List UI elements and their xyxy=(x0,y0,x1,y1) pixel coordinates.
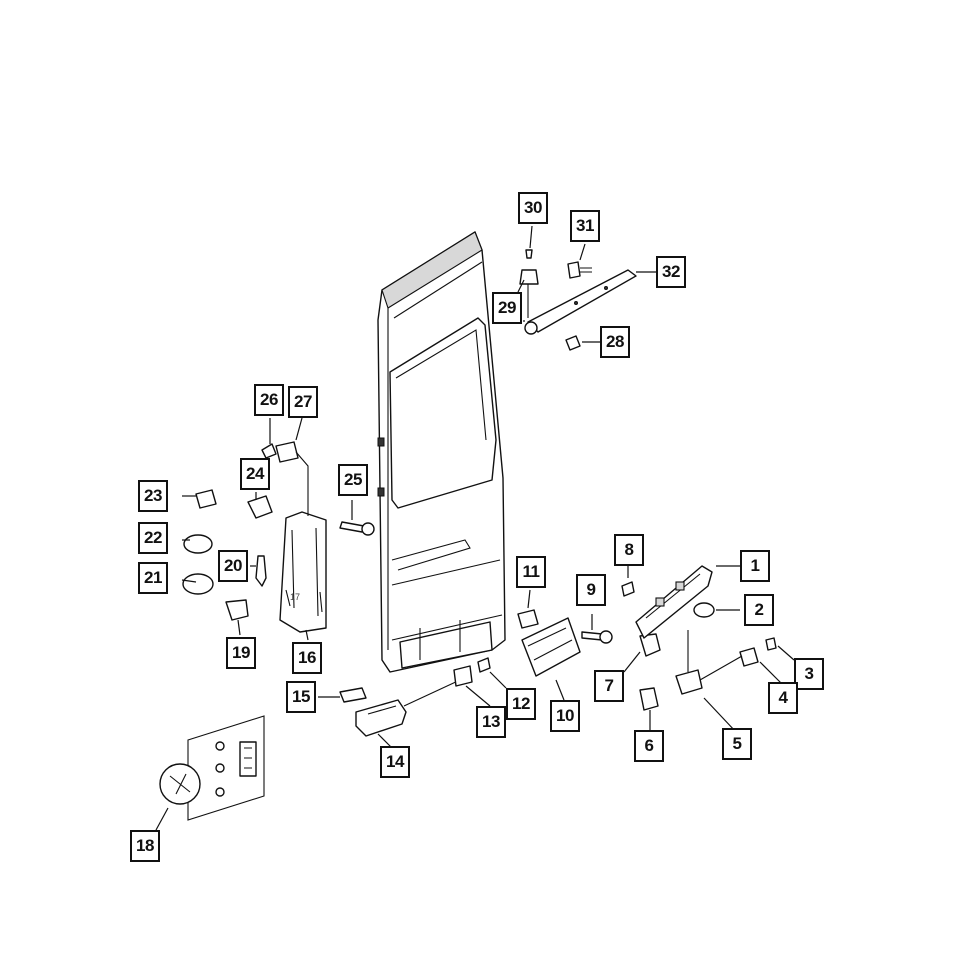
callout-10: 10 xyxy=(550,700,580,732)
callout-13: 13 xyxy=(476,706,506,738)
callout-7: 7 xyxy=(594,670,624,702)
part-11-grommet xyxy=(517,609,539,629)
part-2-grommet xyxy=(693,602,715,618)
callout-4: 4 xyxy=(768,682,798,714)
part-32-rail xyxy=(524,269,637,335)
part-9-screw xyxy=(581,630,613,644)
callout-24: 24 xyxy=(240,458,270,490)
part-7-socket xyxy=(639,633,661,657)
part-18-service-kit xyxy=(159,715,265,821)
part-13-socket xyxy=(453,665,473,687)
callout-11: 11 xyxy=(516,556,546,588)
part-20-bulb xyxy=(255,555,267,587)
part-4-connector xyxy=(739,647,759,667)
callout-20: 20 xyxy=(218,550,248,582)
part-21-bulb xyxy=(182,573,214,595)
callout-21: 21 xyxy=(138,562,168,594)
leader-lines xyxy=(155,225,795,831)
part-8-clip xyxy=(621,581,635,597)
callout-1: 1 xyxy=(740,550,770,582)
part-12-clip xyxy=(477,657,491,673)
callout-8: 8 xyxy=(614,534,644,566)
part-10-plate-bracket xyxy=(521,617,581,677)
part-15-bulb xyxy=(339,687,367,703)
callout-6: 6 xyxy=(634,730,664,762)
callout-17-label: 17 xyxy=(290,592,301,602)
callout-23: 23 xyxy=(138,480,168,512)
callout-28: 28 xyxy=(600,326,630,358)
callout-27: 27 xyxy=(288,386,318,418)
callout-3: 3 xyxy=(794,658,824,690)
callout-15: 15 xyxy=(286,681,316,713)
part-14-lamp xyxy=(355,679,461,737)
callout-32: 32 xyxy=(656,256,686,288)
callout-14: 14 xyxy=(380,746,410,778)
part-1-lamp xyxy=(635,565,713,639)
part-19-socket xyxy=(225,599,249,621)
part-24-socket xyxy=(247,495,273,519)
callout-12: 12 xyxy=(506,688,536,720)
callout-16: 16 xyxy=(292,642,322,674)
part-3-bulb xyxy=(765,637,777,651)
callout-18: 18 xyxy=(130,830,160,862)
part-31-bolt xyxy=(567,261,592,279)
callout-19: 19 xyxy=(226,637,256,669)
part-29-bracket xyxy=(519,249,539,318)
part-16-lamp-housing xyxy=(279,511,327,633)
part-26-bulb xyxy=(261,443,277,459)
callout-5: 5 xyxy=(722,728,752,760)
part-27-socket xyxy=(275,441,309,516)
part-23-bulb xyxy=(195,489,217,509)
part-6-bulb xyxy=(639,687,659,711)
callout-29: 29 xyxy=(492,292,522,324)
part-22-bulb xyxy=(183,534,213,554)
rear-door-panel xyxy=(377,231,506,673)
part-5-harness xyxy=(675,630,743,695)
callout-31: 31 xyxy=(570,210,600,242)
callout-2: 2 xyxy=(744,594,774,626)
callout-30: 30 xyxy=(518,192,548,224)
callout-9: 9 xyxy=(576,574,606,606)
part-28-clip xyxy=(565,335,581,351)
callout-22: 22 xyxy=(138,522,168,554)
callout-25: 25 xyxy=(338,464,368,496)
callout-26: 26 xyxy=(254,384,284,416)
part-25-screw xyxy=(339,521,375,536)
